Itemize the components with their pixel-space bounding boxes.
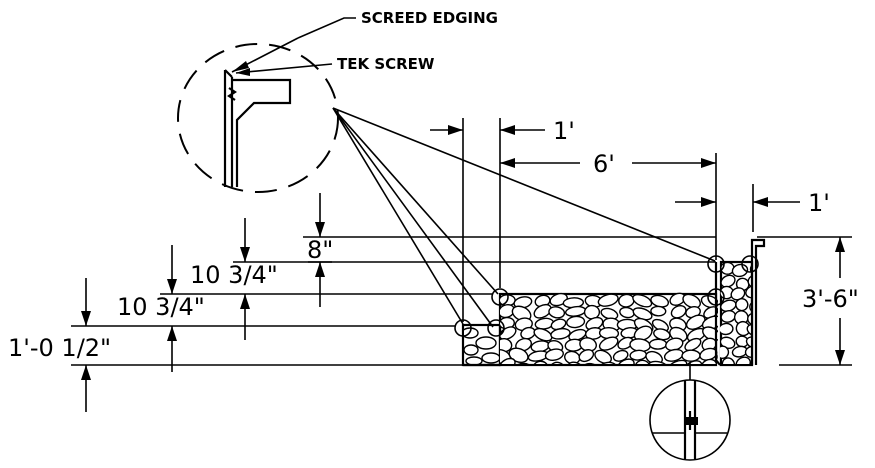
stone [681,349,701,362]
stone [549,361,566,364]
tek-screw-icon [227,87,237,101]
right-screed-edging [714,238,766,366]
stone [567,361,585,364]
screed-edging-detail: SCREED EDGING TEK SCREW [177,9,498,193]
stone [685,314,706,330]
stone [670,304,687,319]
dimension-3ft-6in: 3'-6" [802,237,859,365]
dim-8in-label: 8" [307,236,333,264]
detail-leader-lines [332,107,716,328]
stone [731,263,749,278]
stone [629,349,648,361]
dimension-10-3-4-upper: 10 3/4" [190,218,278,340]
dimension-6ft: 6' [500,150,716,178]
gabion-right-basket [719,260,754,367]
dim-6ft-label: 6' [593,150,615,178]
dim-1ft-right-label: 1' [808,189,830,217]
stone [533,327,553,342]
stone [533,303,552,319]
stone [517,362,529,364]
stone [749,359,753,364]
callout-circles [454,255,759,337]
gabion-middle-basket [498,292,718,367]
stone [597,293,619,307]
elevation-lines [71,118,852,366]
stone [720,322,734,336]
stone [634,359,651,364]
stone [650,305,667,317]
tie-detail-circle [649,379,731,461]
dimension-10-3-4-lower: 10 3/4" [117,245,205,372]
stone [721,357,736,364]
screed-board-outline [232,78,292,187]
stone [735,356,751,364]
stone [633,325,653,342]
stone [544,348,564,361]
stone [632,293,653,308]
stone [548,306,566,319]
dim-10-3-4-lower-label: 10 3/4" [117,293,205,321]
stone [618,293,635,308]
detail-callout-circle [177,43,339,193]
stone [578,349,595,363]
stone [617,358,635,364]
stone [684,337,702,352]
stone [566,315,586,329]
stone [720,345,730,360]
stone [700,358,718,364]
screed-edging-label: SCREED EDGING [361,9,498,27]
stone [550,327,571,340]
dimension-1ft-top: 1' [430,117,575,145]
stone [720,274,736,288]
stone [648,338,668,350]
stone [532,360,549,364]
stone [619,306,635,319]
stone [598,361,618,364]
tie-detail [649,362,731,461]
stone [647,360,669,364]
dim-10-3-4-upper-label: 10 3/4" [190,261,278,289]
stone [682,293,701,309]
dimension-8in: 8" [307,193,333,307]
stone [667,359,688,364]
dim-1ft-top-label: 1' [553,117,575,145]
stone [749,262,753,276]
stone [500,357,516,364]
dim-3ft-6in-label: 3'-6" [802,285,859,313]
stone [598,336,619,351]
dimension-1ft-right: 1' [675,189,830,217]
stone [594,349,612,364]
gabion-left-basket [461,323,502,367]
tek-screw-label: TEK SCREW [337,55,435,73]
dimension-1ft-0-1-2: 1'-0 1/2" [8,278,111,412]
dim-1ft-0-1-2-label: 1'-0 1/2" [8,334,111,362]
